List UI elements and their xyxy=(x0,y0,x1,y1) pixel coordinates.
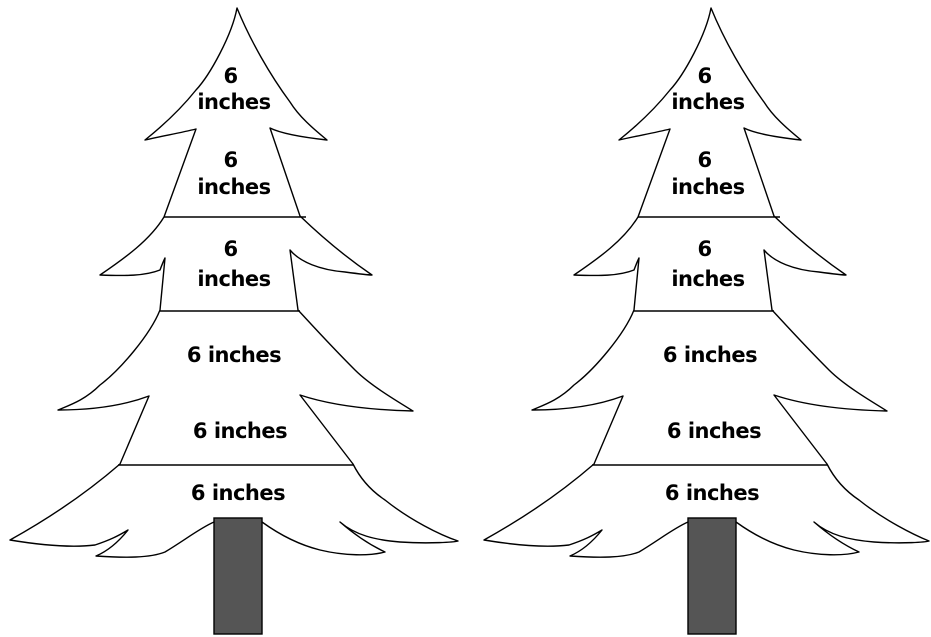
tree-left-section-2-label: 6 inches xyxy=(197,148,270,199)
tree-left-section-2-line-2: inches xyxy=(197,175,270,199)
tree-left-section-1-line-2: inches xyxy=(197,90,270,114)
tree-left-section-2-line-1: 6 xyxy=(224,148,238,172)
tree-right-section-3-label: 6 inches xyxy=(671,237,744,291)
tree-right-section-6-label: 6 inches xyxy=(665,481,759,505)
tree-right-section-1-line-2: inches xyxy=(671,90,744,114)
tree-right-section-2-label: 6 inches xyxy=(671,148,744,199)
tree-left-section-3-line-2: inches xyxy=(197,267,270,291)
tree-left-trunk xyxy=(213,517,263,635)
tree-left-section-4-label: 6 inches xyxy=(187,343,281,367)
tree-right-section-2-line-2: inches xyxy=(671,175,744,199)
tree-right-section-1-line-1: 6 xyxy=(698,64,712,88)
tree-right-trunk xyxy=(687,517,737,635)
tree-left-outline xyxy=(9,7,459,558)
tree-right-section-3-line-2: inches xyxy=(671,267,744,291)
tree-left-section-1-line-1: 6 xyxy=(224,64,238,88)
tree-left-section-1-label: 6 inches xyxy=(197,64,270,114)
tree-right-outline xyxy=(483,7,930,558)
tree-right-section-4-label: 6 inches xyxy=(663,343,757,367)
tree-left: 6 inches 6 inches 6 inches 6 inches 6 in… xyxy=(9,7,459,635)
tree-right-section-5-label: 6 inches xyxy=(667,419,761,443)
tree-right-section-3-line-1: 6 xyxy=(698,237,712,261)
tree-right-section-1-label: 6 inches xyxy=(671,64,744,114)
tree-left-section-6-label: 6 inches xyxy=(191,481,285,505)
tree-right: 6 inches 6 inches 6 inches 6 inches 6 in… xyxy=(483,7,930,635)
tree-left-section-3-line-1: 6 xyxy=(224,237,238,261)
tree-left-section-3-label: 6 inches xyxy=(197,237,270,291)
tree-right-section-2-line-1: 6 xyxy=(698,148,712,172)
tree-left-section-5-label: 6 inches xyxy=(193,419,287,443)
